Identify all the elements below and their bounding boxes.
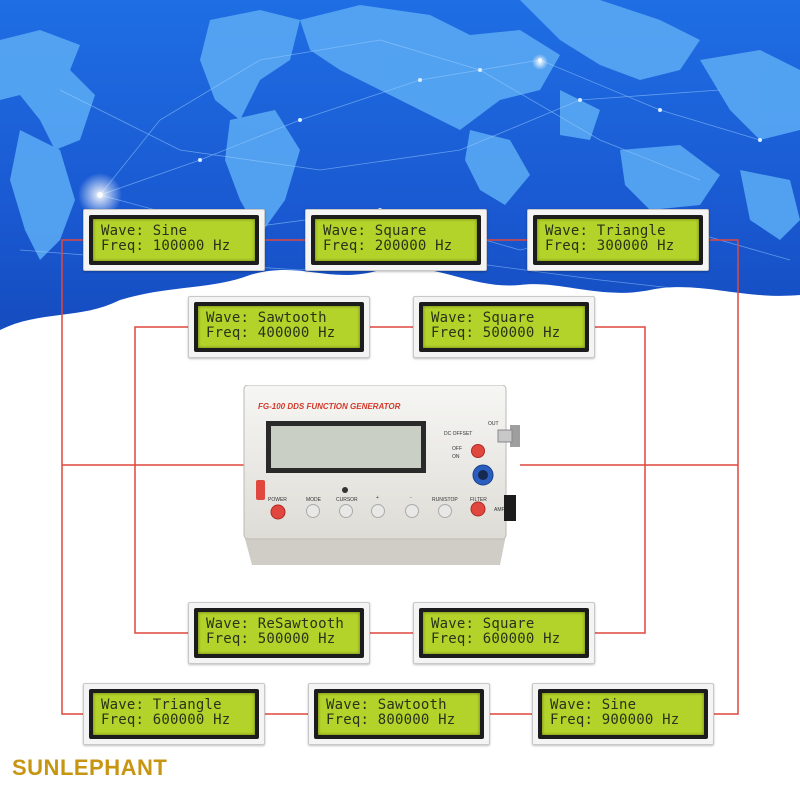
- minus-button[interactable]: [405, 504, 419, 518]
- amp-label: AMP: [494, 507, 506, 513]
- lcd-display-triangle-600k: Wave: Triangle Freq: 600000 Hz: [83, 683, 265, 745]
- cursor-button-label: CURSOR: [336, 497, 358, 503]
- mode-button[interactable]: [306, 504, 320, 518]
- lcd-display-sawtooth-400k: Wave: Sawtooth Freq: 400000 Hz: [188, 296, 370, 358]
- lcd-display-triangle-300k: Wave: Triangle Freq: 300000 Hz: [527, 209, 709, 271]
- run-stop-button-label: RUN/STOP: [432, 497, 458, 503]
- out-label: OUT: [488, 421, 499, 427]
- plus-button[interactable]: [371, 504, 385, 518]
- freq-label: Freq: 500000 Hz: [206, 631, 336, 647]
- wave-label: Wave: Sine: [550, 697, 637, 713]
- wave-label: Wave: Sawtooth: [326, 697, 447, 713]
- off-label: OFF: [452, 446, 462, 452]
- lcd-display-square-200k: Wave: Square Freq: 200000 Hz: [305, 209, 487, 271]
- dc-offset-label: DC OFFSET: [444, 431, 472, 437]
- wave-label: Wave: Square: [323, 223, 427, 239]
- on-label: ON: [452, 454, 460, 460]
- run-stop-button[interactable]: [438, 504, 452, 518]
- lcd-display-sine-900k: Wave: Sine Freq: 900000 Hz: [532, 683, 714, 745]
- wave-label: Wave: ReSawtooth: [206, 616, 345, 632]
- power-button[interactable]: [270, 504, 286, 520]
- freq-label: Freq: 200000 Hz: [323, 238, 453, 254]
- wave-label: Wave: Sawtooth: [206, 310, 327, 326]
- wave-label: Wave: Square: [431, 310, 535, 326]
- wave-label: Wave: Sine: [101, 223, 188, 239]
- lcd-display-resawtooth-500k: Wave: ReSawtooth Freq: 500000 Hz: [188, 602, 370, 664]
- plus-button-label: +: [376, 495, 379, 501]
- wave-label: Wave: Square: [431, 616, 535, 632]
- lcd-display-sawtooth-800k: Wave: Sawtooth Freq: 800000 Hz: [308, 683, 490, 745]
- freq-label: Freq: 100000 Hz: [101, 238, 231, 254]
- freq-label: Freq: 500000 Hz: [431, 325, 561, 341]
- wave-label: Wave: Triangle: [101, 697, 222, 713]
- lcd-display-square-500k: Wave: Square Freq: 500000 Hz: [413, 296, 595, 358]
- filter-button-label: FILTER: [470, 497, 487, 503]
- brand-logo: SUNLEPHANT: [12, 755, 168, 780]
- device-title: FG-100 DDS FUNCTION GENERATOR: [258, 402, 401, 411]
- cursor-button[interactable]: [339, 504, 353, 518]
- freq-label: Freq: 800000 Hz: [326, 712, 456, 728]
- mode-button-label: MODE: [306, 497, 322, 503]
- freq-label: Freq: 900000 Hz: [550, 712, 680, 728]
- wave-label: Wave: Triangle: [545, 223, 666, 239]
- freq-label: Freq: 300000 Hz: [545, 238, 675, 254]
- lcd-display-sine-100k: Wave: Sine Freq: 100000 Hz: [83, 209, 265, 271]
- filter-button[interactable]: [470, 501, 486, 517]
- power-button-label: POWER: [268, 497, 287, 503]
- dc-offset-switch[interactable]: [471, 444, 485, 458]
- freq-label: Freq: 600000 Hz: [101, 712, 231, 728]
- function-generator-device: FG-100 DDS FUNCTION GENERATOR OUT DC OFF…: [243, 385, 520, 565]
- minus-button-label: -: [410, 495, 412, 501]
- freq-label: Freq: 600000 Hz: [431, 631, 561, 647]
- freq-label: Freq: 400000 Hz: [206, 325, 336, 341]
- lcd-display-square-600k: Wave: Square Freq: 600000 Hz: [413, 602, 595, 664]
